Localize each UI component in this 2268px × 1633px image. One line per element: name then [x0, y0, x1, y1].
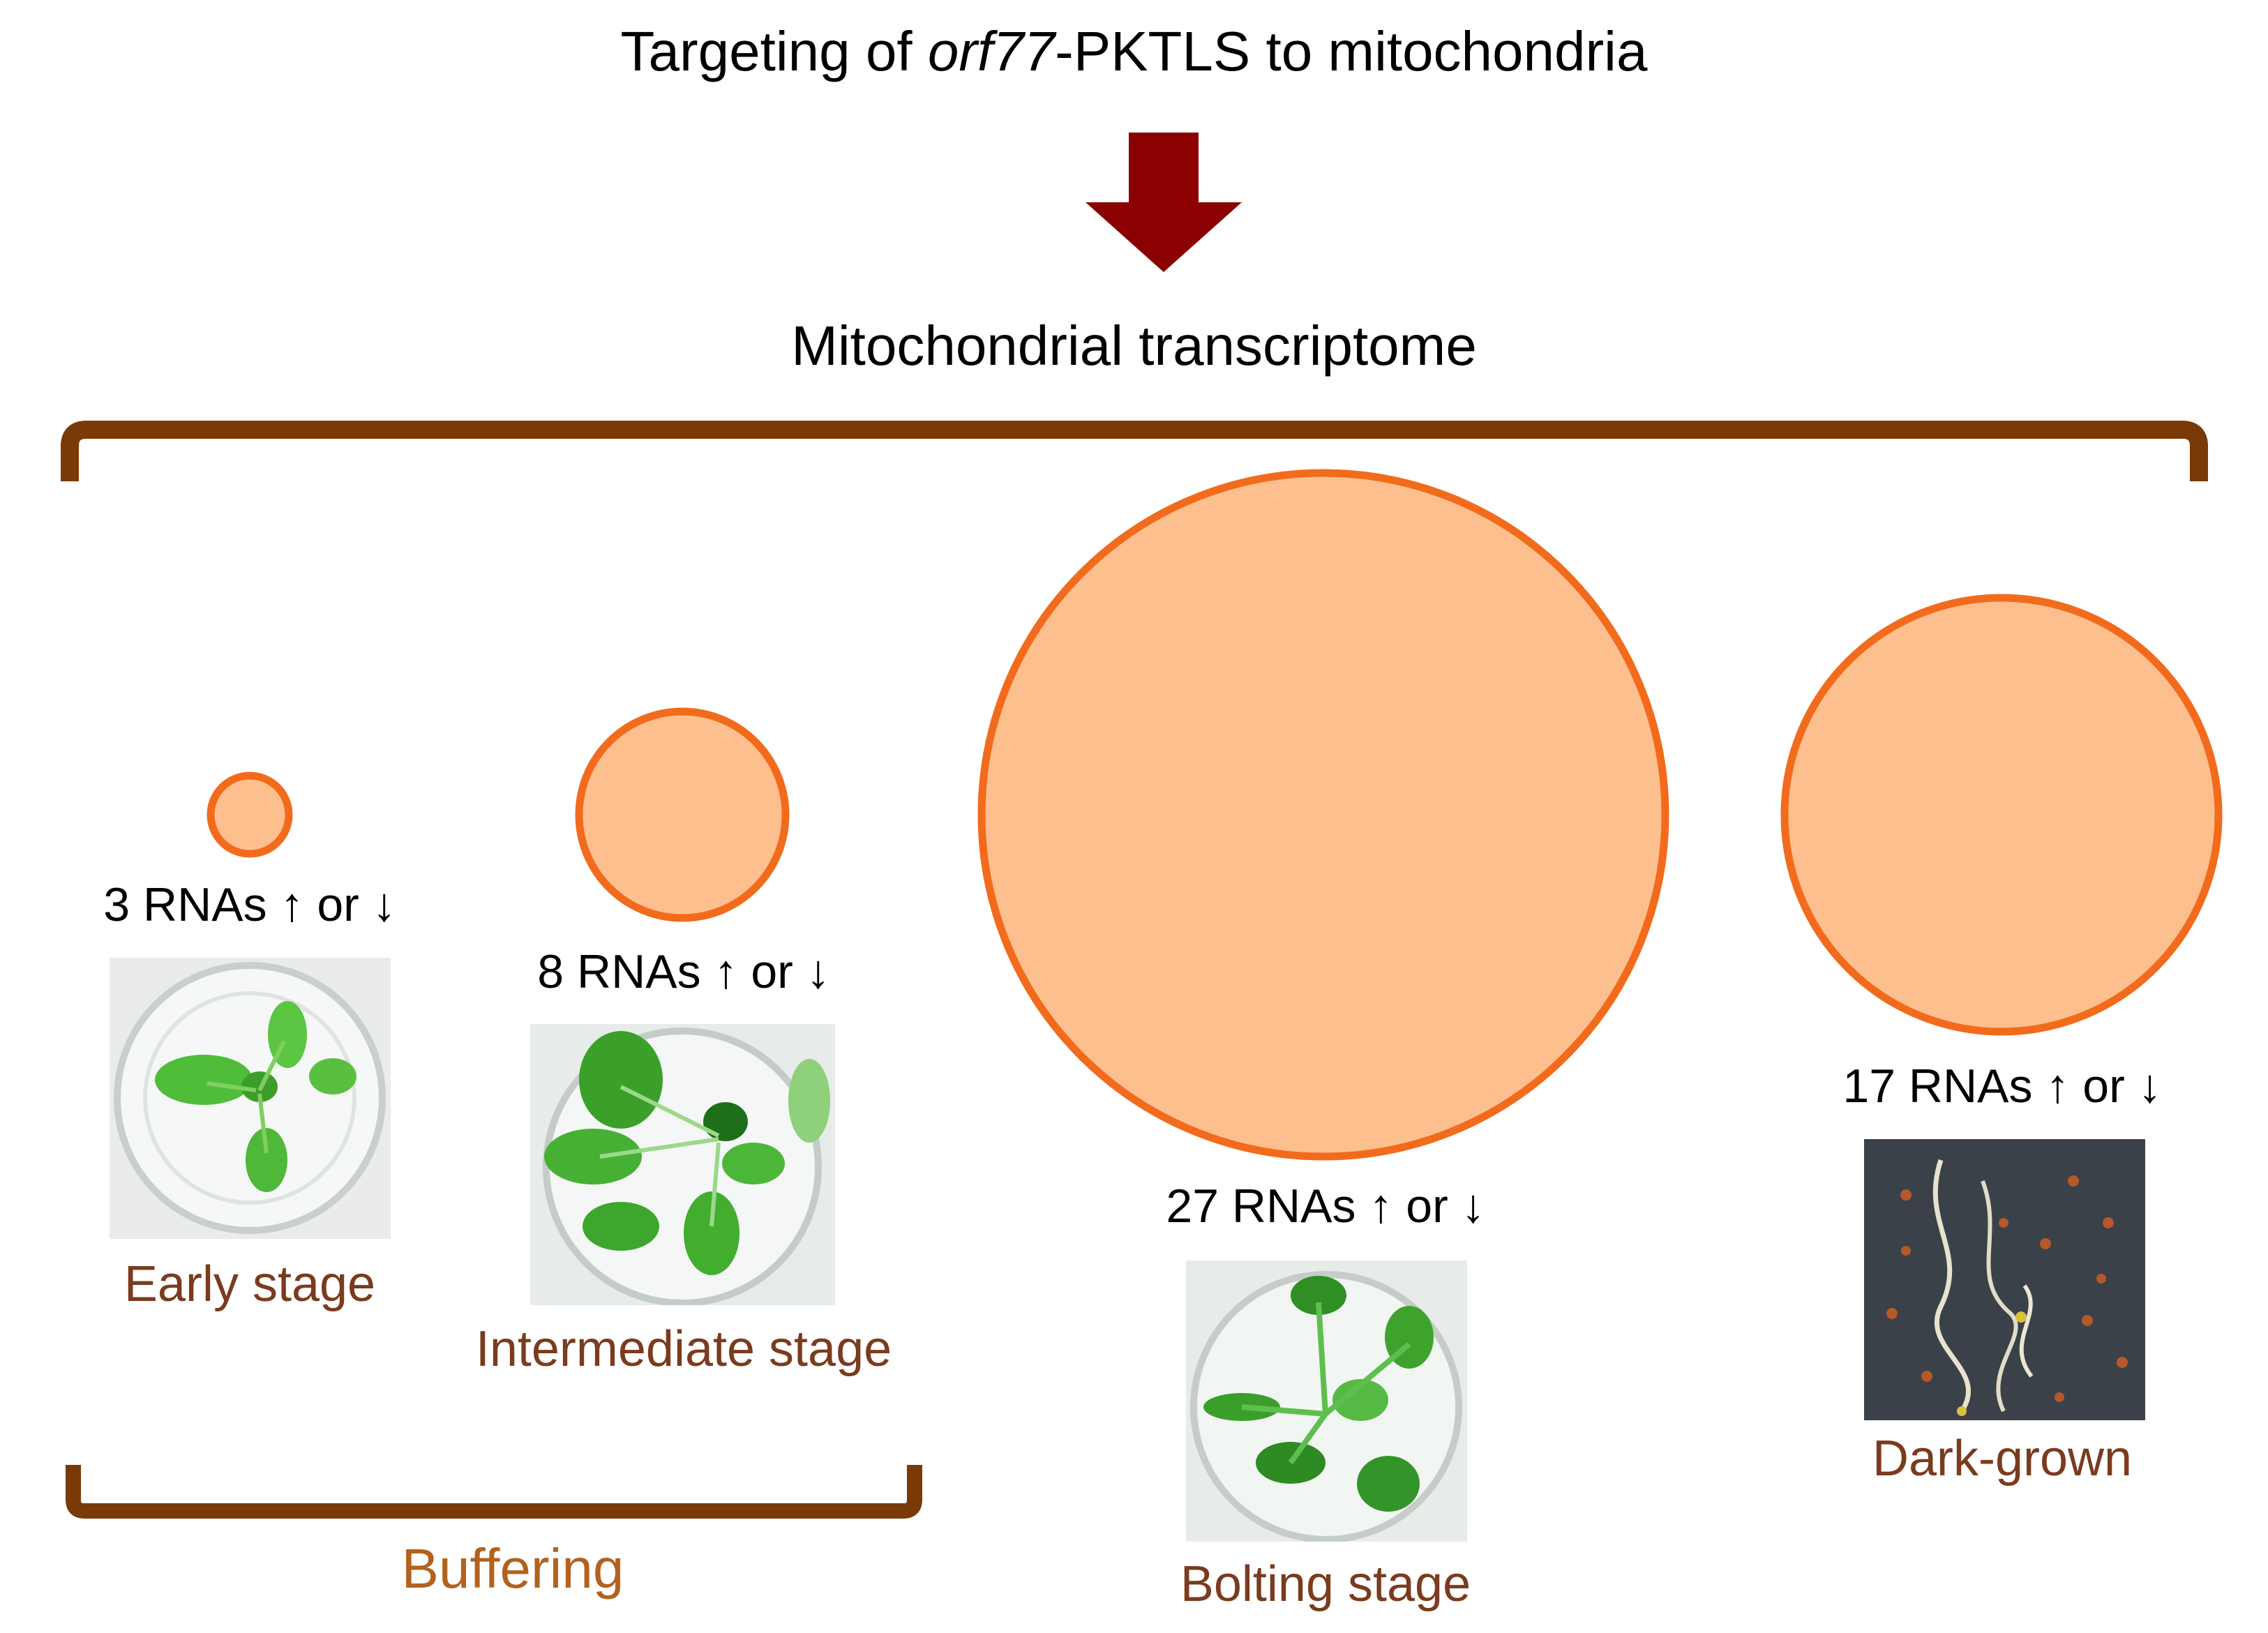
buffering-label: Buffering	[401, 1537, 624, 1600]
rna-count-bolting: 27 RNAs ↑ or ↓	[1166, 1180, 1485, 1233]
stage-label-dark-grown: Dark-grown	[1872, 1431, 2133, 1487]
etiolated-seedlings-photo	[1864, 1139, 2145, 1420]
bolting-plant-in-dish-photo	[1186, 1261, 1467, 1542]
rna-circle-intermediate	[575, 707, 790, 922]
stage-label-bolting: Bolting stage	[1180, 1556, 1471, 1612]
rna-circle-early	[206, 772, 293, 858]
gene-name: orf77	[927, 20, 1056, 82]
rna-circle-dark-grown	[1780, 594, 2223, 1036]
down-arrow-icon	[1086, 133, 1242, 272]
stage-label-early: Early stage	[123, 1256, 376, 1312]
rna-count-intermediate: 8 RNAs ↑ or ↓	[537, 945, 830, 998]
rosette-in-dish-photo	[530, 1024, 835, 1305]
rna-circle-bolting	[977, 469, 1669, 1161]
top-bracket	[61, 421, 2208, 481]
transcriptome-label: Mitochondrial transcriptome	[791, 315, 1477, 377]
page-title: Targeting of orf77-PKTLS to mitochondria	[620, 20, 1648, 82]
buffering-bracket	[66, 1465, 922, 1519]
stage-label-intermediate: Intermediate stage	[475, 1321, 892, 1377]
rna-count-early: 3 RNAs ↑ or ↓	[103, 878, 396, 931]
rna-count-dark-grown: 17 RNAs ↑ or ↓	[1842, 1060, 2162, 1113]
seedling-in-dish-photo	[110, 958, 391, 1239]
